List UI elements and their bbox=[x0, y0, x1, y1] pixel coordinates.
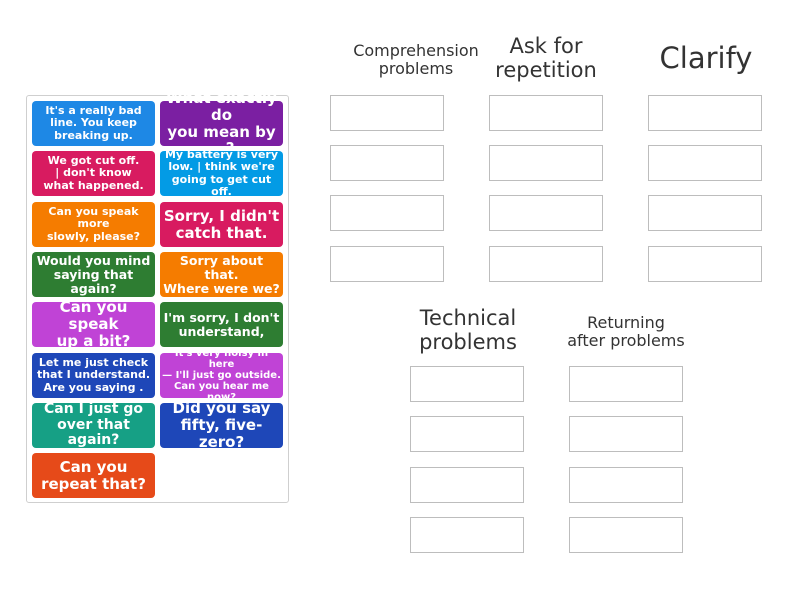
drop-slot-comprehension-problems[interactable] bbox=[330, 246, 444, 282]
card-tray: It's a really bad line. You keep breakin… bbox=[26, 90, 289, 503]
drop-slot-comprehension-problems[interactable] bbox=[330, 95, 444, 131]
answer-card[interactable]: Would you mind saying that again? bbox=[32, 252, 155, 297]
answer-card[interactable]: It's a really bad line. You keep breakin… bbox=[32, 101, 155, 146]
answer-card[interactable]: Sorry about that. Where were we? bbox=[160, 252, 283, 297]
answer-card[interactable]: What exactly do you mean by ...? bbox=[160, 90, 283, 157]
answer-card[interactable]: It's very noisy in here — I'll just go o… bbox=[160, 348, 283, 403]
answer-card[interactable]: Can you repeat that? bbox=[32, 453, 155, 498]
drop-slot-comprehension-problems[interactable] bbox=[330, 145, 444, 181]
drop-slot-technical-problems[interactable] bbox=[410, 366, 524, 402]
group-heading-technical-problems: Technical problems bbox=[419, 306, 517, 354]
group-heading-returning-after-problems: Returning after problems bbox=[567, 313, 685, 350]
drop-slot-ask-for-repetition[interactable] bbox=[489, 195, 603, 231]
drop-slot-ask-for-repetition[interactable] bbox=[489, 95, 603, 131]
drop-slot-clarify[interactable] bbox=[648, 145, 762, 181]
answer-card[interactable]: We got cut off. | don't know what happen… bbox=[32, 151, 155, 196]
drop-slot-ask-for-repetition[interactable] bbox=[489, 246, 603, 282]
answer-card[interactable]: I'm sorry, I don't understand, bbox=[160, 302, 283, 347]
group-heading-comprehension-problems: Comprehension problems bbox=[353, 41, 479, 78]
drop-slot-clarify[interactable] bbox=[648, 195, 762, 231]
drop-slot-clarify[interactable] bbox=[648, 95, 762, 131]
answer-card[interactable]: Sorry, I didn't catch that. bbox=[160, 202, 283, 247]
drop-slot-returning-after-problems[interactable] bbox=[569, 416, 683, 452]
drop-slot-returning-after-problems[interactable] bbox=[569, 517, 683, 553]
drop-slot-comprehension-problems[interactable] bbox=[330, 195, 444, 231]
drop-slot-technical-problems[interactable] bbox=[410, 517, 524, 553]
answer-card[interactable]: Let me just check that I understand. Are… bbox=[32, 353, 155, 398]
drop-slot-returning-after-problems[interactable] bbox=[569, 467, 683, 503]
answer-card[interactable]: Can you speak up a bit? bbox=[32, 299, 155, 349]
answer-card[interactable]: Did you say fifty, five-zero? bbox=[160, 400, 283, 450]
answer-card[interactable]: Can I just go over that again? bbox=[32, 401, 155, 448]
answer-card[interactable]: Can you speak more slowly, please? bbox=[32, 202, 155, 247]
drop-slot-ask-for-repetition[interactable] bbox=[489, 145, 603, 181]
group-heading-ask-for-repetition: Ask for repetition bbox=[495, 34, 597, 82]
drop-slot-technical-problems[interactable] bbox=[410, 467, 524, 503]
drop-slot-technical-problems[interactable] bbox=[410, 416, 524, 452]
drop-slot-clarify[interactable] bbox=[648, 246, 762, 282]
group-heading-clarify: Clarify bbox=[659, 41, 753, 75]
answer-card[interactable]: My battery is very low. | think we're go… bbox=[160, 148, 283, 197]
drop-slot-returning-after-problems[interactable] bbox=[569, 366, 683, 402]
